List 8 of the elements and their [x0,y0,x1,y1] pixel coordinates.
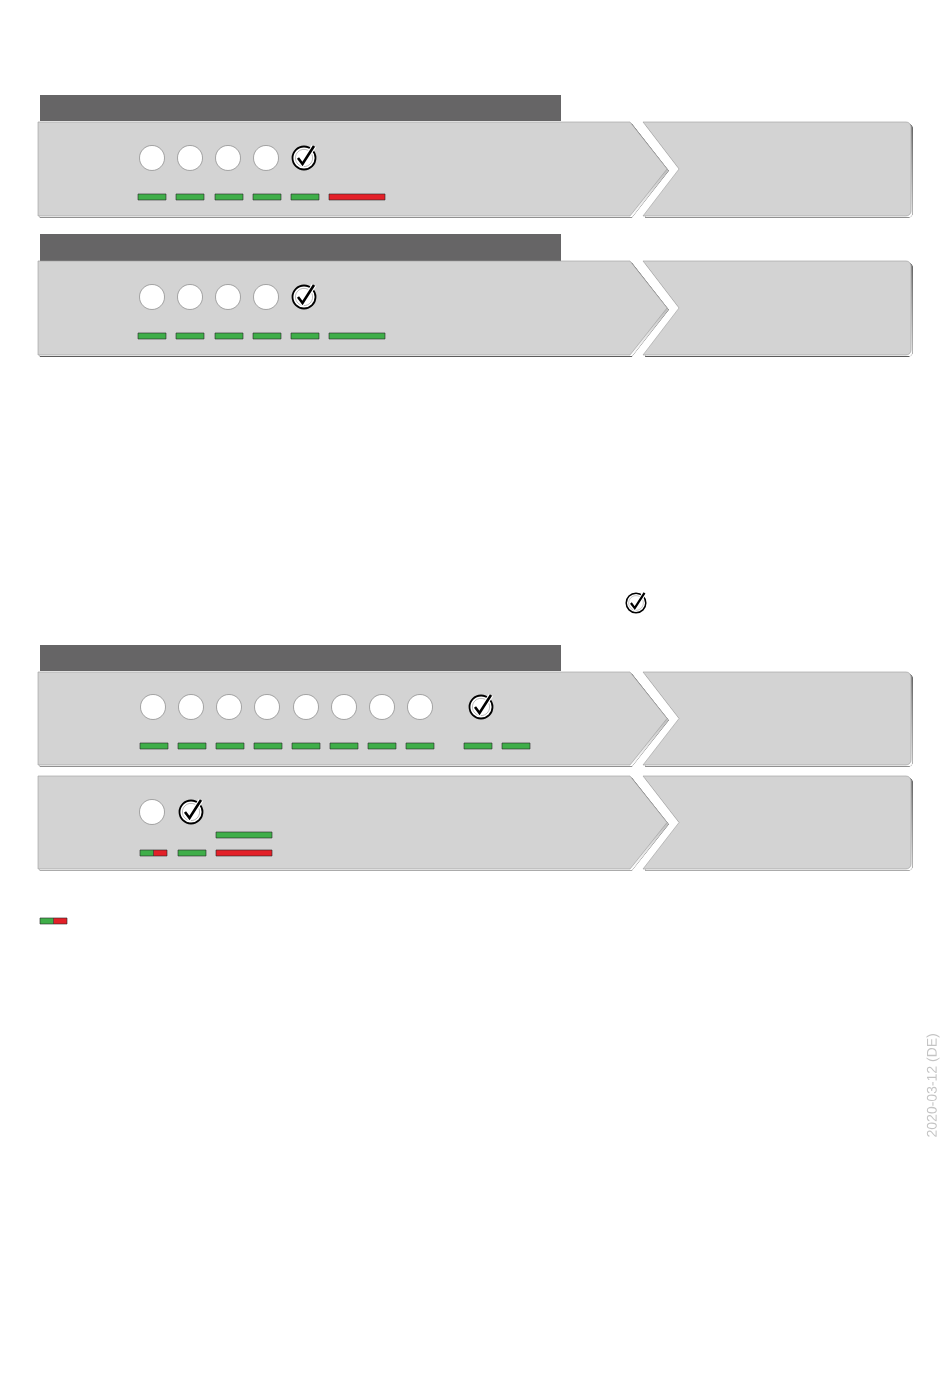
header-bar [40,645,561,671]
header-bar [40,234,561,261]
notched-panel [642,671,913,767]
footer-text: 2020-03-12 (DE) [926,1034,940,1137]
notched-panel [642,121,913,218]
header-bar [40,95,561,121]
notched-panel [642,260,913,357]
notched-panel [642,775,913,871]
